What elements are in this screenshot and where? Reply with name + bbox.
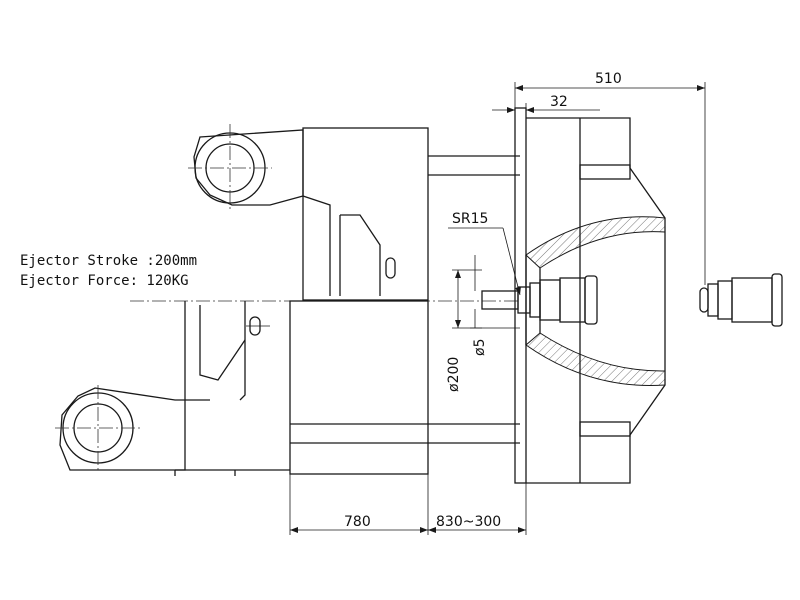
dimension-32-label: 32 — [550, 94, 568, 110]
dimension-830-label: 830~300 — [436, 514, 501, 530]
lower-crosshead-block — [184, 300, 429, 475]
dimension-bottom: 780 830~300 — [289, 474, 527, 535]
dimension-510: 510 — [514, 71, 706, 285]
tie-bars — [290, 155, 520, 444]
ejector-stroke-label: Ejector Stroke :200mm — [20, 253, 197, 269]
upper-link-arm — [188, 124, 304, 212]
dimension-phi5: ø5 — [470, 255, 520, 356]
dimension-510-label: 510 — [595, 71, 622, 87]
platen-cavity — [525, 216, 666, 386]
dimension-780-label: 780 — [344, 514, 371, 530]
ejector-cylinder — [481, 275, 598, 325]
dimension-32: 32 — [492, 94, 600, 118]
dimension-phi200: ø200 — [446, 269, 482, 392]
upper-crosshead-block — [302, 127, 429, 301]
dimension-phi200-label: ø200 — [446, 357, 462, 392]
ejector-force-label: Ejector Force: 120KG — [20, 273, 189, 289]
lower-link-arm — [55, 385, 290, 476]
sr15-label: SR15 — [452, 211, 488, 227]
dimension-phi5-label: ø5 — [472, 339, 488, 356]
ejector-cylinder-extended — [699, 273, 783, 327]
sr15-leader: SR15 — [448, 211, 521, 296]
moving-platen — [514, 107, 666, 484]
